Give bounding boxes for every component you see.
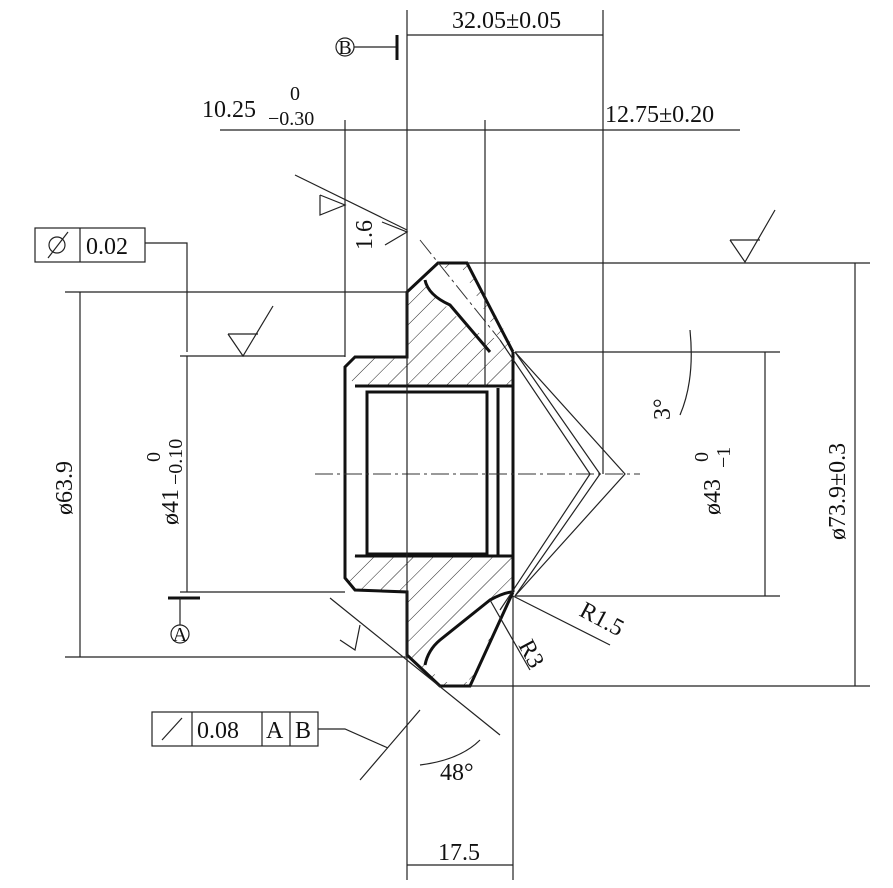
dim-left-length-upper-tol: 0: [290, 83, 300, 105]
runout-arrow-icon: [161, 717, 183, 741]
cylindricity-frame: 0.02: [34, 227, 188, 352]
dim-inner-lower-tol: −1: [713, 447, 735, 468]
datum-b-label: B: [338, 37, 351, 59]
dim-bore-upper-tol: 0: [143, 452, 165, 462]
dim-radius-large: R3: [513, 636, 549, 673]
surface-finish-marks: [227, 194, 776, 651]
datum-a: A: [168, 596, 200, 646]
section-hatch: [345, 263, 515, 686]
datum-b: B: [335, 35, 399, 60]
runout-value: 0.08: [197, 718, 239, 744]
dim-right-length: 12.75±0.20: [605, 102, 714, 128]
dim-bottom-length: 17.5: [438, 840, 480, 866]
part-outline: [343, 261, 515, 688]
runout-datum-2: B: [295, 718, 311, 744]
dim-radius-small: R1.5: [575, 597, 628, 642]
dimension-texts: 32.05±0.05 10.25 0 −0.30 12.75±0.20 1.6 …: [52, 8, 851, 866]
dimension-lines: [79, 34, 856, 866]
dim-inner-upper-tol: 0: [691, 452, 713, 462]
dim-outer-right-dia: ø73.9±0.3: [825, 443, 851, 540]
construction-lines: [65, 10, 870, 880]
roughness-value: 1.6: [352, 220, 378, 250]
dim-left-length-lower-tol: −0.30: [268, 108, 314, 130]
cylindricity-value: 0.02: [86, 234, 128, 260]
dim-outer-left-dia: ø63.9: [52, 461, 78, 515]
dim-top-length: 32.05±0.05: [452, 8, 561, 34]
dim-bore-dia: ø41: [158, 489, 184, 525]
dim-inner-right-dia: ø43: [700, 479, 726, 515]
dim-left-length: 10.25: [202, 97, 256, 123]
runout-frame: 0.08 A B: [151, 711, 389, 749]
runout-datum-1: A: [266, 718, 284, 744]
dim-angle-small: 3°: [650, 398, 676, 420]
dim-bore-lower-tol: −0.10: [165, 439, 187, 485]
cylindricity-icon: [48, 236, 66, 254]
datum-a-label: A: [173, 624, 188, 646]
dim-cone-angle: 48°: [440, 760, 474, 786]
